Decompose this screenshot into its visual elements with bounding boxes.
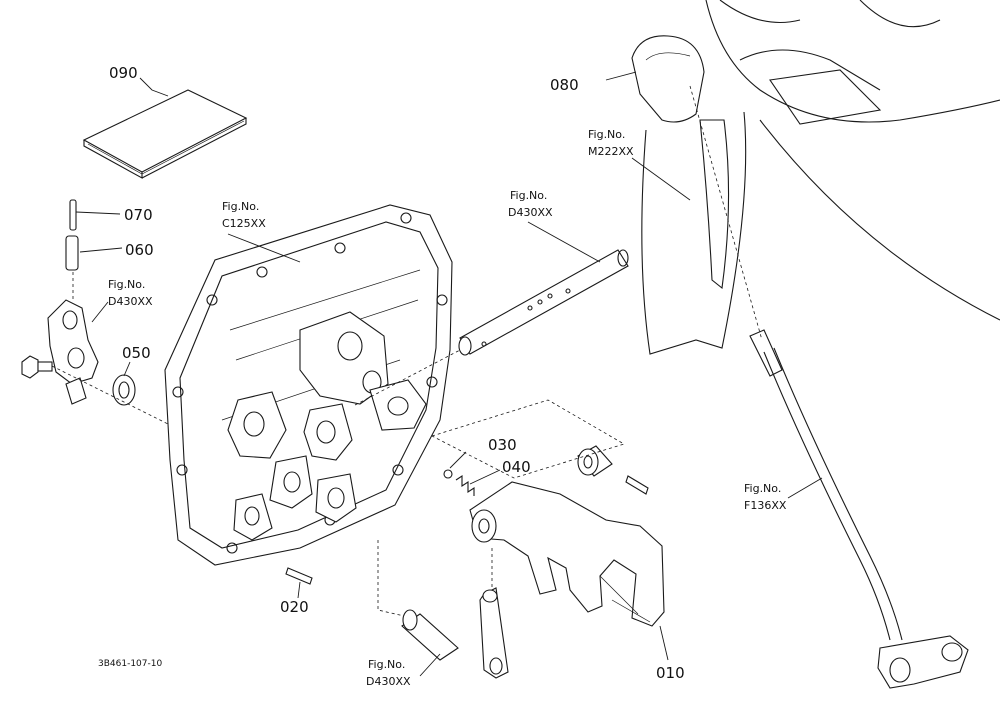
left-shift-arm xyxy=(47,299,99,405)
lower-shaft-lever xyxy=(401,587,509,679)
label-part-020: 020 xyxy=(280,598,309,616)
small-pin-right xyxy=(625,475,649,495)
leader-lines xyxy=(75,71,823,677)
part-090-sheet xyxy=(82,89,248,179)
case-cover xyxy=(164,204,453,566)
label-ref-f136: F136XX xyxy=(744,499,787,512)
label-ref-d430-top: D430XX xyxy=(508,206,553,219)
upper-shift-shaft xyxy=(458,249,629,356)
label-part-090: 090 xyxy=(109,64,138,82)
label-part-040: 040 xyxy=(502,458,531,476)
part-010-shift-fork xyxy=(469,481,665,627)
part-080-shift-knob xyxy=(631,35,705,123)
label-figno-d430-top: Fig.No. xyxy=(510,189,547,202)
shift-lever-guide xyxy=(641,0,1000,355)
part-070-pin xyxy=(69,199,77,231)
label-part-050: 050 xyxy=(122,344,151,362)
part-060-sleeve xyxy=(65,235,79,271)
label-ref-m222: M222XX xyxy=(588,145,634,158)
part-020-pin xyxy=(285,567,313,585)
left-bolt xyxy=(21,355,53,379)
label-figno-c125: Fig.No. xyxy=(222,200,259,213)
label-ref-c125: C125XX xyxy=(222,217,266,230)
part-050-seal xyxy=(112,374,136,406)
label-ref-d430-bottom: D430XX xyxy=(366,675,411,688)
label-ref-d430-left: D430XX xyxy=(108,295,153,308)
shift-rod xyxy=(749,329,969,689)
label-part-010: 010 xyxy=(656,664,685,682)
dashed-box xyxy=(430,399,625,479)
assembly-line-upper-shaft xyxy=(354,349,461,406)
label-figno-m222: Fig.No. xyxy=(588,128,625,141)
part-040-spring xyxy=(455,474,475,496)
bushing xyxy=(577,445,613,477)
part-030-ball xyxy=(443,469,453,479)
label-part-060: 060 xyxy=(125,241,154,259)
assembly-line-lower xyxy=(377,540,405,617)
label-part-030: 030 xyxy=(488,436,517,454)
label-figno-d430-bottom: Fig.No. xyxy=(368,658,405,671)
label-figno-f136: Fig.No. xyxy=(744,482,781,495)
label-part-070: 070 xyxy=(124,206,153,224)
drawing-id: 3B461-107-10 xyxy=(98,659,162,669)
assembly-line-rod xyxy=(689,85,763,341)
label-figno-d430-left: Fig.No. xyxy=(108,278,145,291)
label-part-080: 080 xyxy=(550,76,579,94)
